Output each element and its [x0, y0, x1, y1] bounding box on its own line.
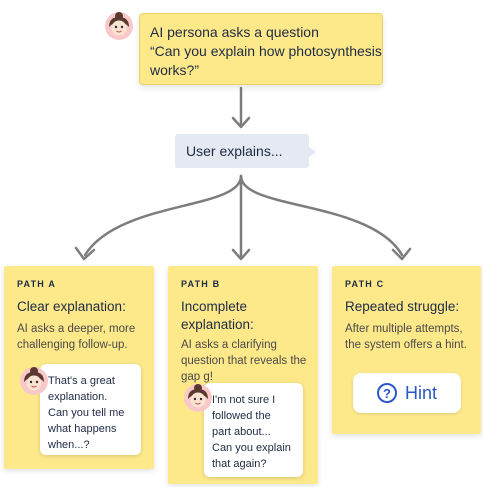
question-text-line1: “Can you explain how photosynthesis — [150, 43, 382, 59]
hint-button[interactable]: ? Hint — [353, 373, 461, 413]
path-a-description: AI asks a deeper, more challenging follo… — [17, 323, 136, 351]
user-explains-text: User explains... — [186, 143, 283, 159]
question-card: AI persona asks a question “Can you expl… — [139, 13, 383, 85]
path-a-label: PATH A — [17, 279, 57, 289]
question-heading: AI persona asks a question — [150, 24, 319, 40]
path-c-title: Repeated struggle: — [345, 299, 460, 314]
user-explains-bubble: User explains... — [175, 134, 309, 168]
hint-label: Hint — [404, 382, 437, 403]
path-a-title: Clear explanation: — [17, 299, 126, 314]
persona-avatar — [20, 367, 48, 395]
path-c-description: After multiple attempts, the system offe… — [345, 323, 467, 351]
path-b-description: AI asks a clarifying question that revea… — [181, 339, 307, 383]
path-b-label: PATH B — [181, 279, 221, 289]
question-circle-icon: ? — [376, 383, 397, 403]
path-b-reply-bubble: I'm not sure I followed the part about..… — [204, 383, 303, 477]
persona-avatar — [105, 12, 133, 40]
path-b-title: Incomplete explanation: — [181, 299, 254, 332]
question-text-line2: works?” — [150, 62, 200, 78]
bubble-tail — [308, 146, 316, 158]
path-a-reply-bubble: That's a great explanation. Can you tell… — [40, 364, 141, 455]
arrow-to-path-c — [239, 174, 404, 257]
persona-avatar — [184, 384, 212, 412]
arrow-to-path-a — [83, 174, 243, 257]
path-c-label: PATH C — [345, 279, 385, 289]
